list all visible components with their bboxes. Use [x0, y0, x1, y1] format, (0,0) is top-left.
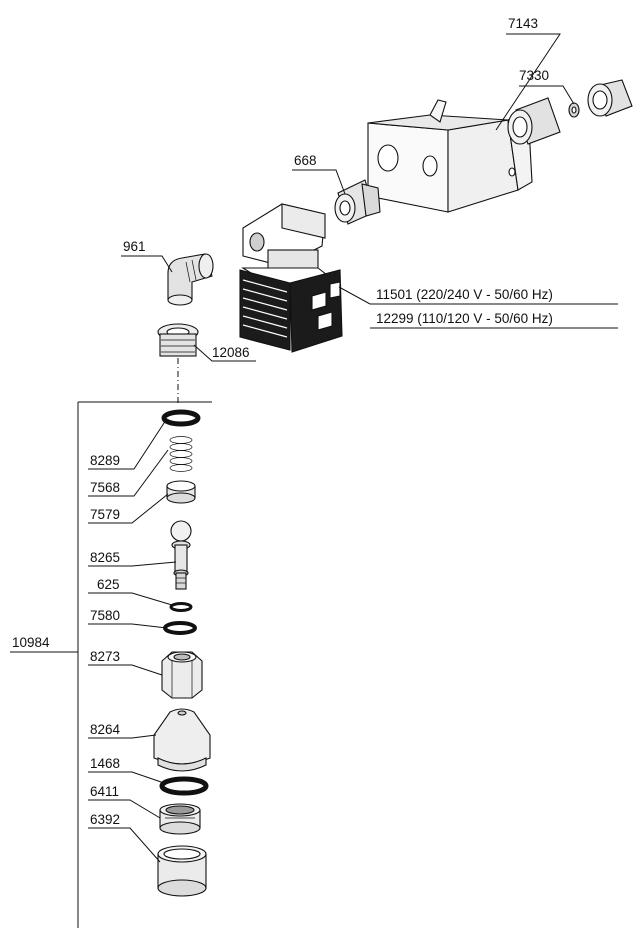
label-6411: 6411: [90, 784, 119, 799]
washer-7580: [163, 621, 197, 635]
label-7580: 7580: [90, 608, 120, 623]
label-8265: 8265: [90, 550, 120, 565]
label-12086: 12086: [212, 345, 250, 360]
label-7568: 7568: [90, 480, 120, 495]
label-8264: 8264: [90, 722, 121, 737]
bushing-12086: [157, 323, 199, 357]
label-6392: 6392: [90, 812, 120, 827]
spring-7568: [169, 436, 193, 472]
label-8289: 8289: [90, 453, 120, 468]
housing-8264: [153, 708, 211, 772]
label-961: 961: [123, 239, 146, 254]
nut-8273: [161, 651, 203, 699]
label-625: 625: [97, 577, 120, 592]
mounting-bracket: [367, 99, 533, 213]
oring-625: [169, 602, 193, 612]
seal-7579: [166, 480, 196, 504]
part-labels: 7143 7330 668 961 11501 (220/240 V - 50/…: [12, 16, 553, 827]
elbow-fitting-961: [167, 253, 214, 306]
label-7143: 7143: [508, 16, 538, 31]
aerator-screen-6411: [159, 803, 201, 835]
ring-8289: [161, 409, 201, 427]
label-1468: 1468: [90, 756, 120, 771]
label-10984: 10984: [12, 635, 50, 650]
label-11501: 11501 (220/240 V - 50/60 Hz): [376, 287, 553, 302]
label-7579: 7579: [90, 507, 120, 522]
leader-lines: [10, 33, 618, 928]
label-12299: 12299 (110/120 V - 50/60 Hz): [376, 311, 553, 326]
solenoid-coil: [239, 203, 343, 353]
compression-fitting-7143: [507, 79, 633, 145]
label-7330: 7330: [519, 68, 549, 83]
label-668: 668: [294, 153, 317, 168]
end-cap-6392: [157, 845, 207, 897]
nipple-668: [334, 179, 381, 225]
label-8273: 8273: [90, 649, 120, 664]
gasket-1468: [159, 776, 209, 796]
plunger-8265: [170, 520, 192, 590]
